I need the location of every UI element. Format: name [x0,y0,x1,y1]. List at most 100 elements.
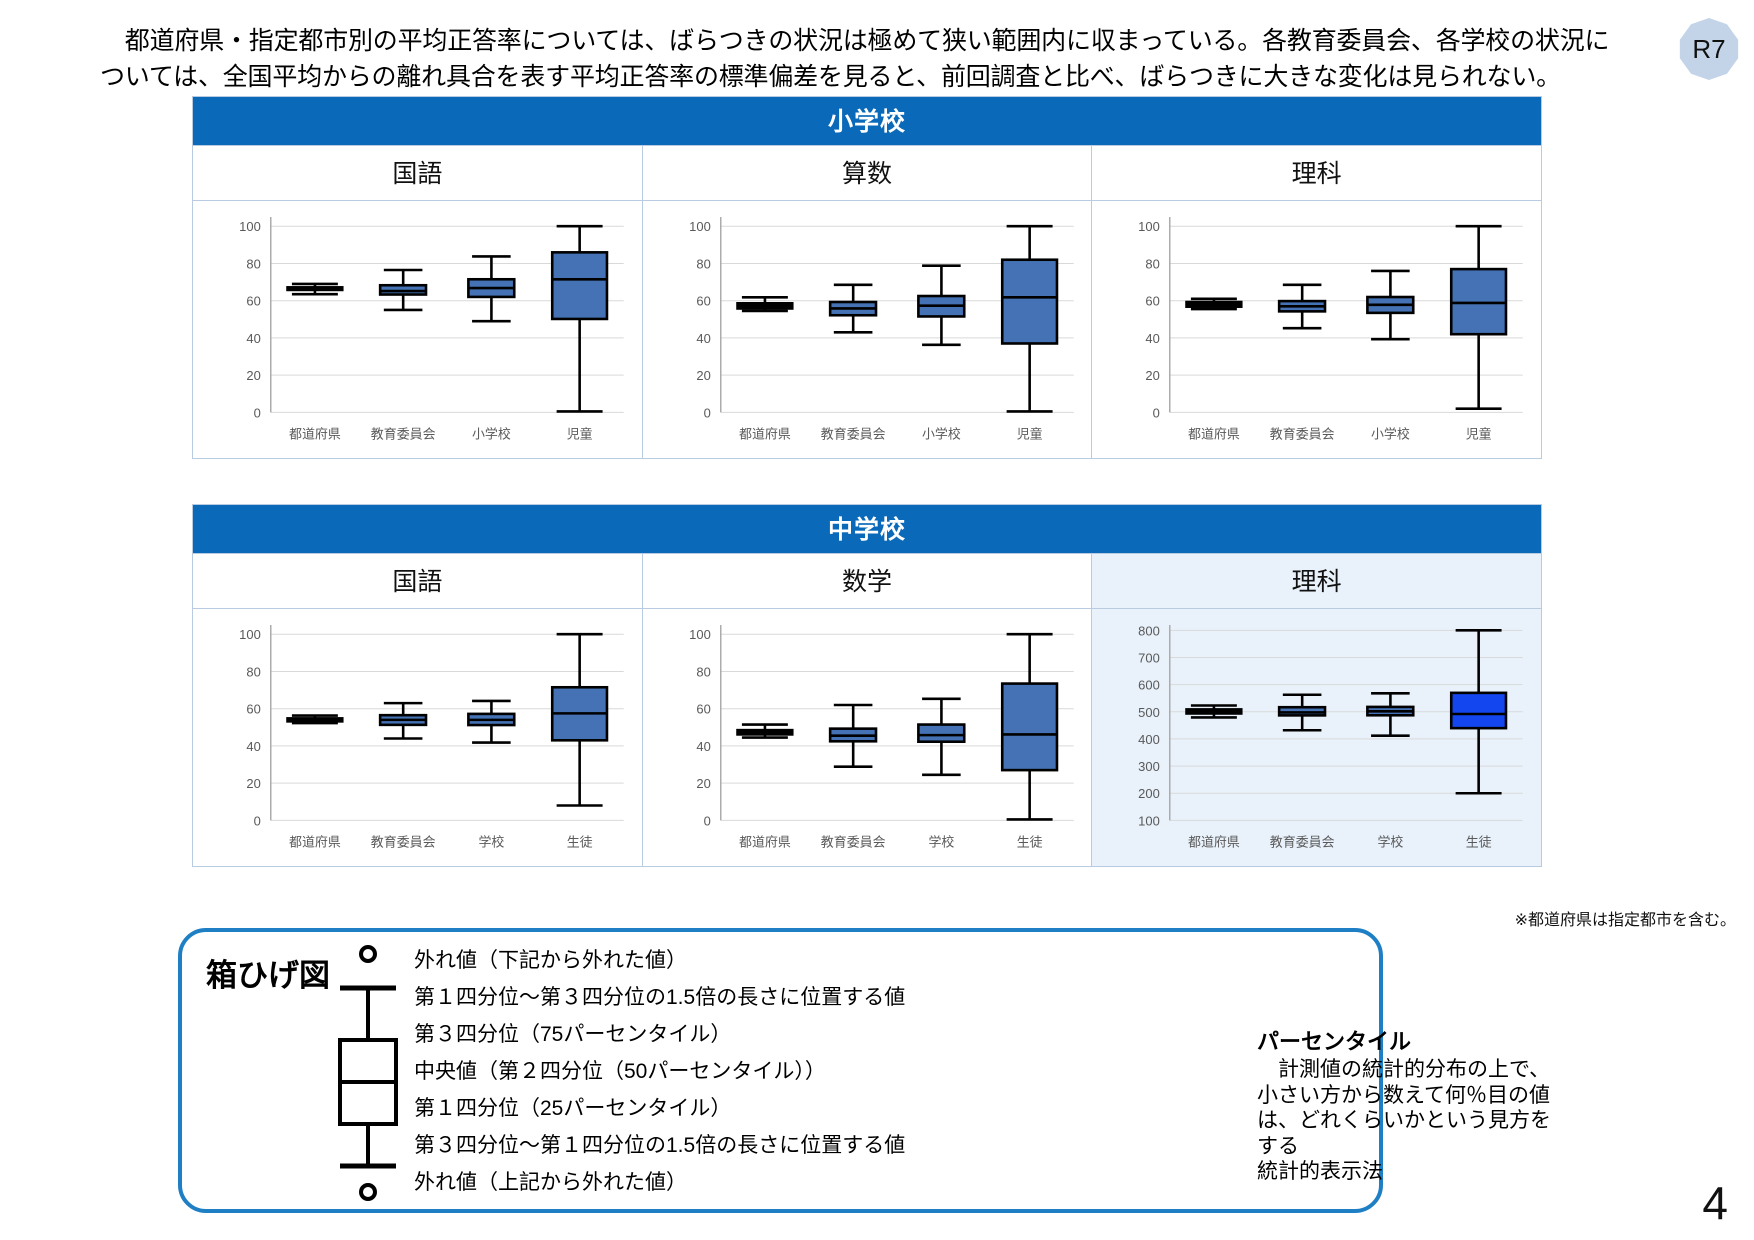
svg-text:60: 60 [1146,294,1160,309]
subject-cell-算数: 算数 [643,146,1093,200]
svg-text:都道府県: 都道府県 [289,426,341,441]
percentile-body-line: は、どれくらいかという見方をする [1257,1109,1551,1158]
svg-text:小学校: 小学校 [1371,426,1410,441]
percentile-title: パーセンタイル [1257,1029,1412,1054]
svg-text:300: 300 [1139,759,1161,774]
subject-header-row-elementary: 国語算数 理科 [193,145,1541,200]
svg-text:教育委員会: 教育委員会 [1270,834,1335,849]
svg-text:800: 800 [1139,623,1161,638]
svg-text:200: 200 [1139,786,1161,801]
svg-text:児童: 児童 [1466,426,1492,441]
percentile-body-line: 統計的表示法 [1257,1160,1383,1184]
boxplot-svg: 020406080100都道府県教育委員会小学校児童 [1139,216,1524,441]
svg-text:都道府県: 都道府県 [1188,834,1240,849]
revision-badge: R7 [1679,18,1739,80]
revision-badge-label: R7 [1692,33,1726,64]
svg-text:小学校: 小学校 [922,426,961,441]
footnote: ※都道府県は指定都市を含む。 [1514,912,1736,929]
percentile-body-line: 計測値の統計的分布の上で、 [1257,1058,1551,1081]
chart-小学校-算数: 0 20 40 60 80 100 都道府県 教育委員会 小学校 児童 [642,201,1093,459]
svg-text:教育委員会: 教育委員会 [820,834,885,849]
subject-cell-国語: 国語 [193,554,643,608]
boxplot-svg: 020406080100都道府県教育委員会小学校児童 [239,216,624,441]
legend-item: 外れ値（上記から外れた値） [414,1171,687,1194]
svg-text:100: 100 [1139,813,1161,828]
svg-text:80: 80 [246,664,260,679]
subject-cell-理科: 理科 [1092,554,1542,608]
legend-item: 第１四分位（25パーセンタイル） [414,1097,732,1120]
outlier-low-icon [359,945,377,963]
legend-item-list: 外れ値（下記から外れた値） 第１四分位～第３四分位の1.5倍の長さに位置する値第３… [414,942,1134,1201]
svg-text:20: 20 [696,368,710,383]
percentile-explanation: パーセンタイル 計測値の統計的分布の上で、小さい方から数えて何％目の値は、どれく… [1257,1024,1557,1185]
svg-text:20: 20 [246,368,260,383]
svg-text:100: 100 [239,627,261,642]
svg-text:学校: 学校 [1378,834,1404,849]
svg-text:80: 80 [1146,256,1160,271]
svg-text:80: 80 [696,256,710,271]
svg-text:0: 0 [703,405,710,420]
boxplot-svg: 020406080100都道府県教育委員会学校生徒 [689,624,1074,849]
legend-boxplot-svg [338,945,398,1201]
svg-text:60: 60 [246,294,260,309]
svg-text:生徒: 生徒 [567,834,593,849]
svg-text:600: 600 [1139,678,1161,693]
legend-title: 箱ひげ図 [206,958,330,993]
svg-text:都道府県: 都道府県 [1188,426,1240,441]
svg-text:60: 60 [246,702,260,717]
svg-text:60: 60 [696,294,710,309]
svg-text:都道府県: 都道府県 [739,426,791,441]
svg-text:学校: 学校 [928,834,954,849]
legend-item: 第３四分位（75パーセンタイル） [414,1023,732,1046]
svg-text:80: 80 [696,664,710,679]
svg-text:100: 100 [239,219,261,234]
panel-title-junior-high: 中学校 [193,505,1541,553]
svg-text:都道府県: 都道府県 [289,834,341,849]
svg-text:児童: 児童 [567,426,593,441]
svg-text:40: 40 [246,739,260,754]
svg-text:100: 100 [1139,219,1161,234]
legend-item: 中央値（第２四分位（50パーセンタイル）） [414,1060,826,1083]
svg-text:40: 40 [696,739,710,754]
svg-text:500: 500 [1139,705,1161,720]
legend-item: 外れ値（下記から外れた値） [414,949,687,972]
svg-text:0: 0 [703,813,710,828]
intro-paragraph: 都道府県・指定都市別の平均正答率については、ばらつきの状況は極めて狭い範囲内に収… [100,24,1620,95]
percentile-body: 計測値の統計的分布の上で、小さい方から数えて何％目の値は、どれくらいかという見方… [1257,1057,1557,1185]
svg-text:教育委員会: 教育委員会 [820,426,885,441]
panel-title-elementary: 小学校 [193,97,1541,145]
boxplot-svg: 100200300400500600700800都道府県教育委員会学校生徒 [1139,623,1524,849]
percentile-body-line: 小さい方から数えて何％目の値 [1257,1083,1550,1107]
subject-cell-国語: 国語 [193,146,643,200]
subject-cell-数学: 数学 [643,554,1093,608]
svg-text:40: 40 [246,331,260,346]
subject-header-row-junior-high: 国語数学理科 [193,553,1542,608]
svg-text:小学校: 小学校 [472,426,511,441]
subject-cell-理科: 理科 [1291,160,1342,188]
svg-text:児童: 児童 [1016,426,1042,441]
boxplot-legend-diagram [320,940,416,1211]
svg-text:400: 400 [1139,732,1161,747]
legend-item: 第１四分位～第３四分位の1.5倍の長さに位置する値 [414,986,906,1009]
svg-text:20: 20 [246,776,260,791]
svg-text:教育委員会: 教育委員会 [371,426,436,441]
svg-text:100: 100 [689,219,711,234]
svg-text:40: 40 [1146,331,1160,346]
svg-text:0: 0 [254,813,261,828]
svg-text:80: 80 [246,256,260,271]
svg-text:学校: 学校 [478,834,504,849]
page-number: 4 [1702,1177,1728,1229]
svg-text:40: 40 [696,331,710,346]
svg-text:生徒: 生徒 [1016,834,1042,849]
legend-item: 第３四分位～第１四分位の1.5倍の長さに位置する値 [414,1134,906,1157]
intro-line-1: 都道府県・指定都市別の平均正答率については、ばらつきの状況は極めて狭い範囲内に収… [100,27,1610,55]
outlier-high-icon [359,1183,377,1201]
